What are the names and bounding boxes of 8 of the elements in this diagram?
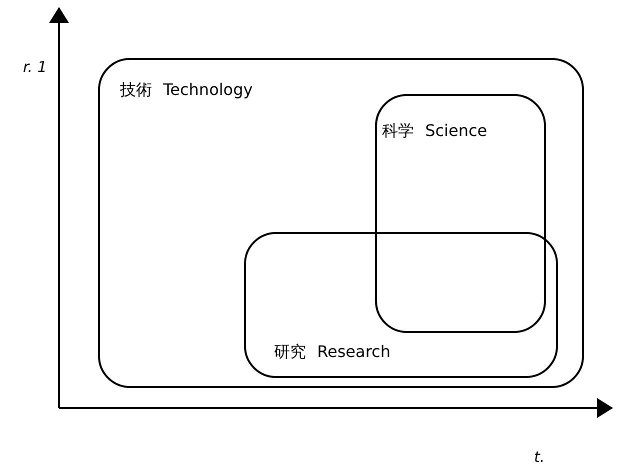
technology-box (98, 58, 584, 388)
science-box (375, 94, 546, 333)
node-label: 研究 Research (274, 342, 390, 363)
node-label: 科学 Science (382, 121, 488, 142)
node-label: 技術 Technology (120, 80, 253, 101)
research-box (244, 232, 558, 378)
axis-label: t. (534, 448, 545, 466)
axis-label: r. 1 (23, 58, 47, 76)
